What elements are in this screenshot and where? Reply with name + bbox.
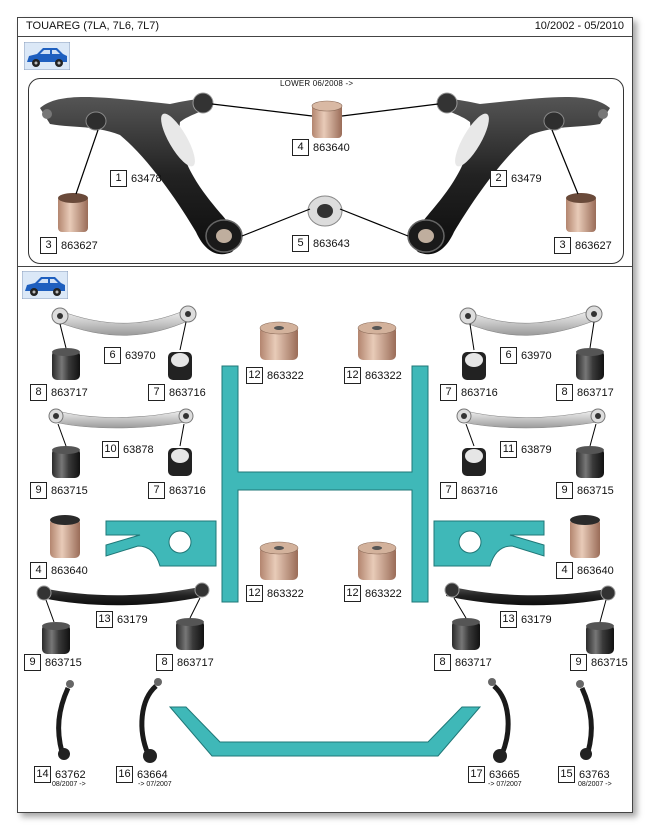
arm-11-right (456, 408, 606, 429)
subnote-16: -> 07/2007 (138, 781, 172, 788)
upper-arm-6-right (459, 305, 603, 336)
header-bar: TOUAREG (7LA, 7L6, 7L7) 10/2002 - 05/201… (18, 18, 632, 37)
arm-13-right (444, 582, 616, 606)
section-divider (18, 266, 632, 267)
lower-arm-right (407, 92, 610, 255)
production-period: 10/2002 - 05/2010 (534, 20, 624, 32)
stabilizer-link-17 (488, 678, 511, 763)
rear-subframe (105, 365, 545, 757)
lower-arm-note: LOWER 06/2008 -> (280, 79, 354, 88)
vehicle-model: TOUAREG (7LA, 7L6, 7L7) (26, 20, 160, 32)
upper-arm-6-left (51, 305, 197, 336)
stabilizer-link-15 (576, 680, 594, 760)
front-leader-lines (75, 103, 579, 237)
subnote-17: -> 07/2007 (488, 781, 522, 788)
stabilizer-link-16 (139, 678, 162, 763)
subframe-hole-left (168, 530, 192, 554)
subnote-14: 08/2007 -> (52, 781, 86, 788)
rear-bushings (42, 321, 614, 654)
rear-axle-car-icon (22, 271, 68, 299)
bushing-3-left (58, 193, 88, 232)
diagram-sheet (17, 17, 633, 813)
bushing-3-right (566, 193, 596, 232)
stabilizer-link-14 (56, 680, 74, 760)
rear-leader-lines (45, 321, 607, 623)
subframe-hole-right (458, 530, 482, 554)
bushing-4-front (311, 100, 343, 138)
front-axle-car-icon (24, 42, 70, 70)
arm-10-left (48, 408, 194, 429)
arm-13-left (36, 582, 210, 606)
subnote-15: 08/2007 -> (578, 781, 612, 788)
lower-arm-frame (28, 78, 624, 264)
bushing-5-front (307, 195, 343, 227)
